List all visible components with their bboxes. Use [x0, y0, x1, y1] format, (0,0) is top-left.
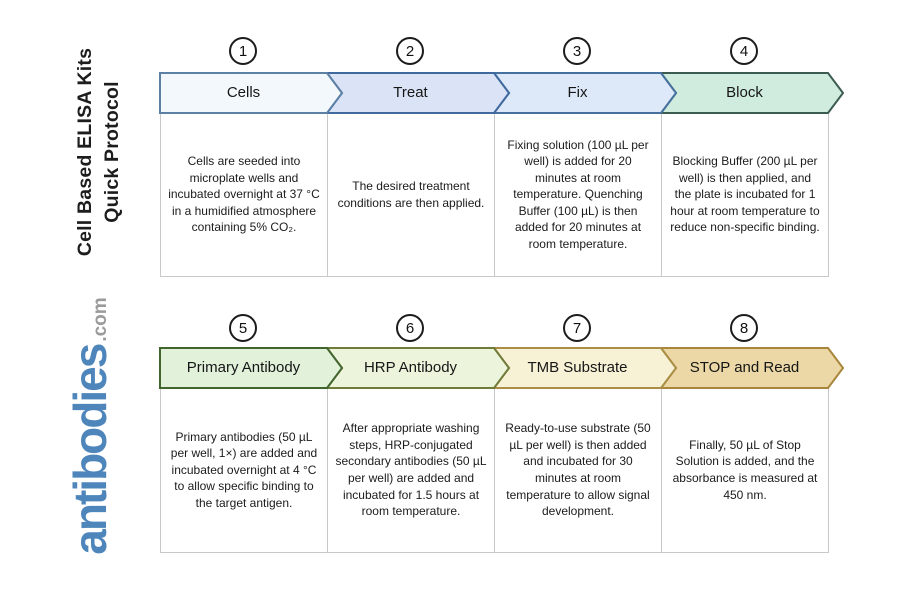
- step-arrow-cells-shape: [159, 72, 344, 114]
- step-number-7-text: 7: [572, 319, 582, 337]
- step-number-8-text: 8: [739, 319, 749, 337]
- step-description-7: Ready-to-use substrate (50 µL per well) …: [505, 421, 651, 519]
- step-label-block: Block: [726, 84, 763, 101]
- step-description-5: Primary antibodies (50 µL per well, 1×) …: [170, 429, 318, 510]
- step-label-hrp-antibody: HRP Antibody: [363, 359, 458, 376]
- step-number-7: 7: [563, 314, 591, 342]
- brand-logo: antibodies .com: [63, 261, 117, 591]
- step-number-6-text: 6: [405, 319, 415, 337]
- step-number-3-text: 3: [572, 42, 582, 60]
- step-number-1-text: 1: [238, 42, 248, 60]
- step-arrow-cells: [159, 72, 344, 114]
- step-label-primary-antibody: Primary Antibody: [186, 359, 301, 376]
- step-label-cells: Cells: [226, 84, 261, 101]
- step-number-4: 4: [730, 37, 758, 65]
- step-number-2-text: 2: [405, 42, 415, 60]
- step-description-8: Finally, 50 µL of Stop Solution is added…: [672, 437, 818, 502]
- step-number-4-text: 4: [739, 42, 749, 60]
- step-label-stop-read: STOP and Read: [689, 359, 800, 376]
- step-description-4: Blocking Buffer (200 µL per well) is the…: [670, 154, 820, 235]
- step-number-1: 1: [229, 37, 257, 65]
- step-label-fix: Fix: [567, 84, 588, 101]
- step-description-6: After appropriate washing steps, HRP-con…: [335, 421, 487, 519]
- step-description-2: The desired treatment conditions are the…: [337, 178, 485, 210]
- logo-suffix: .com: [90, 297, 111, 342]
- step-description-1: Cells are seeded into microplate wells a…: [168, 154, 320, 235]
- step-number-5-text: 5: [238, 319, 248, 337]
- step-description-box-7: Ready-to-use substrate (50 µL per well) …: [494, 387, 662, 553]
- step-number-3: 3: [563, 37, 591, 65]
- step-description-box-3: Fixing solution (100 µL per well) is add…: [494, 112, 662, 277]
- step-description-box-5: Primary antibodies (50 µL per well, 1×) …: [160, 387, 328, 553]
- page-title: Cell Based ELISA Kits Quick Protocol: [72, 32, 130, 272]
- step-description-box-8: Finally, 50 µL of Stop Solution is added…: [661, 387, 829, 553]
- step-description-box-4: Blocking Buffer (200 µL per well) is the…: [661, 112, 829, 277]
- step-label-tmb-substrate: TMB Substrate: [527, 359, 628, 376]
- logo-text: antibodies: [64, 344, 116, 555]
- step-number-6: 6: [396, 314, 424, 342]
- step-arrow-primary-antibody-shape: [159, 347, 344, 389]
- step-number-8: 8: [730, 314, 758, 342]
- step-arrow-primary-antibody: [159, 347, 344, 389]
- step-description-box-2: The desired treatment conditions are the…: [327, 112, 495, 277]
- step-label-treat: Treat: [393, 84, 428, 101]
- step-description-3: Fixing solution (100 µL per well) is add…: [507, 137, 649, 251]
- step-number-5: 5: [229, 314, 257, 342]
- step-number-2: 2: [396, 37, 424, 65]
- step-description-box-1: Cells are seeded into microplate wells a…: [160, 112, 328, 277]
- page-title-line1: Cell Based ELISA Kits: [74, 47, 96, 257]
- page-title-line2: Quick Protocol: [101, 81, 124, 223]
- step-description-box-6: After appropriate washing steps, HRP-con…: [327, 387, 495, 553]
